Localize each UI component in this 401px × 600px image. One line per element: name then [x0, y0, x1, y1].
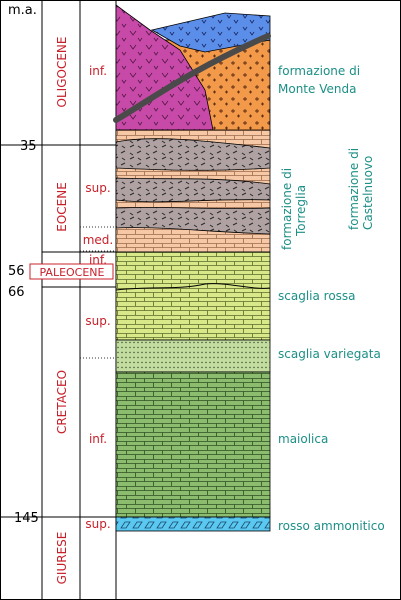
sub-cretaceo-sup: sup.	[85, 314, 110, 328]
period-paleocene: PALEOCENE	[39, 266, 104, 279]
label-rosso-ammonitico: rosso ammonitico	[278, 519, 385, 533]
marl-lens-3	[115, 207, 271, 235]
sub-eocene-med: med.	[83, 233, 114, 247]
maiolica-layer	[115, 371, 271, 518]
label-scaglia-variegata: scaglia variegata	[278, 347, 381, 361]
period-oligocene: OLIGOCENE	[55, 37, 69, 108]
sub-cretaceo-inf: inf.	[89, 432, 107, 446]
label-castelnuovo-line1: formazione di	[347, 148, 361, 230]
sub-eocene-inf: inf.	[89, 253, 107, 267]
label-maiolica: maiolica	[278, 432, 328, 446]
rosso-ammonitico-layer	[115, 516, 271, 532]
tick-145: 145	[14, 511, 39, 526]
volcanic-dike	[113, 33, 271, 123]
period-eocene: EOCENE	[55, 182, 69, 232]
period-cretaceo: CRETACEO	[55, 370, 69, 434]
marl-lens-1	[115, 138, 271, 171]
sub-oligocene-inf: inf.	[89, 64, 107, 78]
period-giurese: GIURESE	[55, 532, 69, 585]
scaglia-variegata-layer	[115, 339, 271, 373]
tick-66: 66	[8, 285, 25, 300]
label-scaglia-rossa: scaglia rossa	[278, 289, 356, 303]
label-monte-venda-line1: formazione di	[278, 64, 360, 78]
tick-35: 35	[20, 139, 37, 154]
paleocene-box	[29, 263, 114, 280]
unit-label: m.a.	[8, 3, 37, 18]
scaglia-rossa-layer	[115, 251, 271, 341]
blue-volcanic-body	[150, 12, 271, 53]
marl-lens-2	[115, 177, 271, 203]
tick-56: 56	[8, 264, 25, 279]
sub-eocene-sup: sup.	[85, 181, 110, 195]
label-torreglia-line2: Torreglia	[294, 185, 308, 237]
label-torreglia-line1: formazione di	[280, 168, 294, 250]
label-monte-venda-line2: Monte Venda	[278, 82, 356, 96]
sub-giurese-sup: sup.	[85, 517, 110, 531]
scaglia-wavy-line	[115, 283, 271, 291]
label-castelnuovo-line2: Castelnuovo	[361, 156, 375, 230]
